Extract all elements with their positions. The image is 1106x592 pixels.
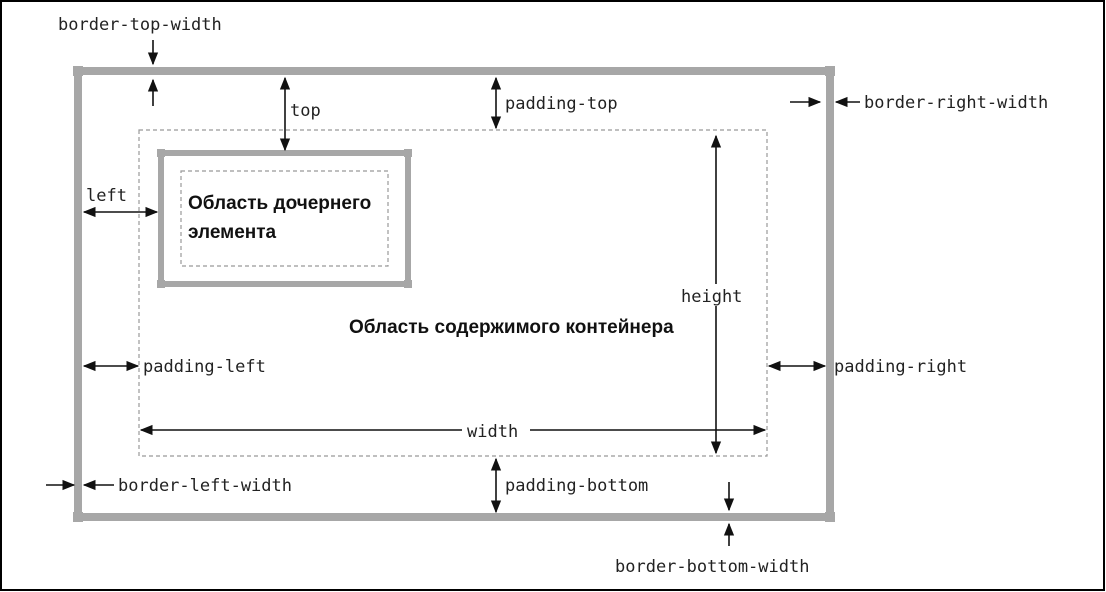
child-corner-tl — [157, 149, 165, 157]
child-border — [158, 150, 411, 287]
label-border-top-width: border-top-width — [58, 15, 222, 35]
child-corner-br — [404, 280, 412, 288]
container-content-box — [138, 129, 768, 457]
label-left: left — [86, 186, 127, 206]
label-width: width — [467, 422, 518, 442]
corner-cap-br — [825, 512, 835, 522]
width-label-bg — [462, 420, 530, 442]
corner-cap-tr — [825, 66, 835, 76]
container-border — [74, 67, 834, 521]
label-height: height — [681, 287, 742, 307]
child-corner-tr — [404, 149, 412, 157]
child-area-label-line1: Область дочернего — [188, 193, 371, 214]
label-top: top — [290, 101, 321, 121]
label-border-left-width: border-left-width — [118, 476, 292, 496]
label-border-bottom-width: border-bottom-width — [615, 557, 809, 577]
label-padding-left: padding-left — [143, 357, 266, 377]
container-content-label: Область содержимого контейнера — [349, 317, 674, 338]
child-area-label-line2: элемента — [188, 222, 277, 243]
child-corner-bl — [157, 280, 165, 288]
height-label-bg — [678, 284, 750, 306]
corner-cap-bl — [73, 512, 83, 522]
label-padding-bottom: padding-bottom — [505, 476, 648, 496]
corner-cap-tl — [73, 66, 83, 76]
child-content-box — [180, 170, 389, 267]
label-border-right-width: border-right-width — [864, 93, 1048, 113]
label-padding-right: padding-right — [834, 357, 967, 377]
label-padding-top: padding-top — [505, 94, 618, 114]
